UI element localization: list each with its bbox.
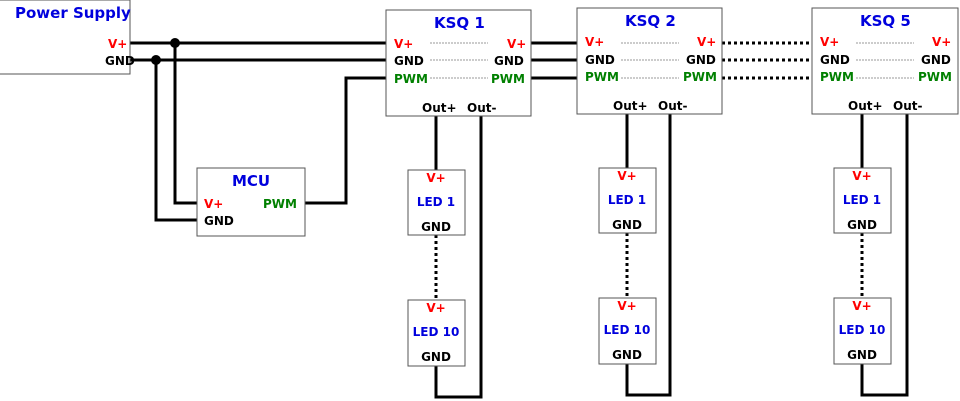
ksq-gnd-out-label: GND bbox=[494, 54, 524, 68]
led-box-ksq2-first: V+ LED 1 GND bbox=[598, 167, 657, 234]
led-label: LED 1 bbox=[608, 193, 646, 207]
led-vplus-label: V+ bbox=[617, 169, 636, 183]
ksq-pwm-out-label: PWM bbox=[683, 70, 717, 84]
led-gnd-label: GND bbox=[847, 218, 877, 232]
mcu-pwm-label: PWM bbox=[263, 197, 297, 211]
led-label: LED 1 bbox=[843, 193, 881, 207]
ksq-gnd-in-label: GND bbox=[820, 53, 850, 67]
ksq-box-2: KSQ 2 V+ V+ GND GND PWM PWM Out+ Out- bbox=[576, 7, 723, 115]
led-box-ksq1-last: V+ LED 10 GND bbox=[407, 299, 466, 367]
ksq-vplus-out-label: V+ bbox=[697, 35, 716, 49]
ksq-out-plus-label: Out+ bbox=[422, 101, 457, 115]
power-supply-title: Power Supply bbox=[15, 4, 131, 22]
ksq-pwm-out-label: PWM bbox=[491, 72, 525, 86]
ksq-gnd-out-label: GND bbox=[921, 53, 951, 67]
led-box-ksq2-last: V+ LED 10 GND bbox=[598, 297, 657, 365]
mcu-gnd-wire bbox=[154, 60, 197, 222]
ksq-out-plus-label: Out+ bbox=[848, 99, 883, 113]
ksq-pwm-in-label: PWM bbox=[585, 70, 619, 84]
ksq-vplus-out-label: V+ bbox=[507, 37, 526, 51]
ksq-title: KSQ 2 bbox=[625, 12, 676, 30]
led-box-ksq5-first: V+ LED 1 GND bbox=[833, 167, 892, 234]
ksq-pwm-out-label: PWM bbox=[918, 70, 952, 84]
ksq-title: KSQ 1 bbox=[434, 14, 485, 32]
led-gnd-label: GND bbox=[847, 348, 877, 362]
ksq-vplus-in-label: V+ bbox=[394, 37, 413, 51]
ksq-out-plus-label: Out+ bbox=[613, 99, 648, 113]
power-supply-vplus-label: V+ bbox=[108, 37, 127, 51]
vplus-junction-dot bbox=[170, 38, 180, 48]
led-gnd-label: GND bbox=[421, 220, 451, 234]
ksq-box-5: KSQ 5 V+ V+ GND GND PWM PWM Out+ Out- bbox=[811, 7, 959, 115]
ksq-gnd-in-label: GND bbox=[585, 53, 615, 67]
gnd-junction-dot bbox=[151, 55, 161, 65]
power-supply-gnd-label: GND bbox=[105, 54, 135, 68]
led-label: LED 10 bbox=[839, 323, 886, 337]
led-vplus-label: V+ bbox=[852, 299, 871, 313]
ksq-vplus-in-label: V+ bbox=[585, 35, 604, 49]
led-vplus-label: V+ bbox=[426, 301, 445, 315]
wires bbox=[130, 41, 909, 399]
led-vplus-label: V+ bbox=[426, 171, 445, 185]
led-label: LED 10 bbox=[604, 323, 651, 337]
mcu-title: MCU bbox=[232, 172, 270, 190]
led-label: LED 1 bbox=[417, 195, 455, 209]
ksq-title: KSQ 5 bbox=[860, 12, 911, 30]
ksq2-return-wire bbox=[625, 114, 672, 397]
led-label: LED 10 bbox=[413, 325, 460, 339]
ksq5-return-wire bbox=[860, 114, 909, 397]
ksq-vplus-out-label: V+ bbox=[932, 35, 951, 49]
ksq-gnd-in-label: GND bbox=[394, 54, 424, 68]
ksq-out-minus-label: Out- bbox=[658, 99, 687, 113]
mcu-box: MCU V+ PWM GND bbox=[196, 167, 306, 237]
led-gnd-label: GND bbox=[612, 218, 642, 232]
led-box-ksq5-last: V+ LED 10 GND bbox=[833, 297, 892, 365]
ksq-box-1: KSQ 1 V+ V+ GND GND PWM PWM Out+ Out- bbox=[385, 9, 532, 117]
mcu-vplus-wire bbox=[173, 43, 197, 205]
led-gnd-label: GND bbox=[421, 350, 451, 364]
pwm-bus-wire bbox=[305, 76, 386, 205]
ksq-vplus-in-label: V+ bbox=[820, 35, 839, 49]
ksq1-return-wire bbox=[434, 116, 483, 399]
led-gnd-label: GND bbox=[612, 348, 642, 362]
ksq-gnd-out-label: GND bbox=[686, 53, 716, 67]
led-vplus-label: V+ bbox=[852, 169, 871, 183]
led-vplus-label: V+ bbox=[617, 299, 636, 313]
ksq-out-minus-label: Out- bbox=[893, 99, 922, 113]
ksq-pwm-in-label: PWM bbox=[820, 70, 854, 84]
mcu-vplus-label: V+ bbox=[204, 197, 223, 211]
power-supply-box: Power Supply V+ GND bbox=[0, 0, 135, 75]
ksq-out-minus-label: Out- bbox=[467, 101, 496, 115]
led-box-ksq1-first: V+ LED 1 GND bbox=[407, 169, 466, 236]
ksq-pwm-in-label: PWM bbox=[394, 72, 428, 86]
mcu-gnd-label: GND bbox=[204, 214, 234, 228]
